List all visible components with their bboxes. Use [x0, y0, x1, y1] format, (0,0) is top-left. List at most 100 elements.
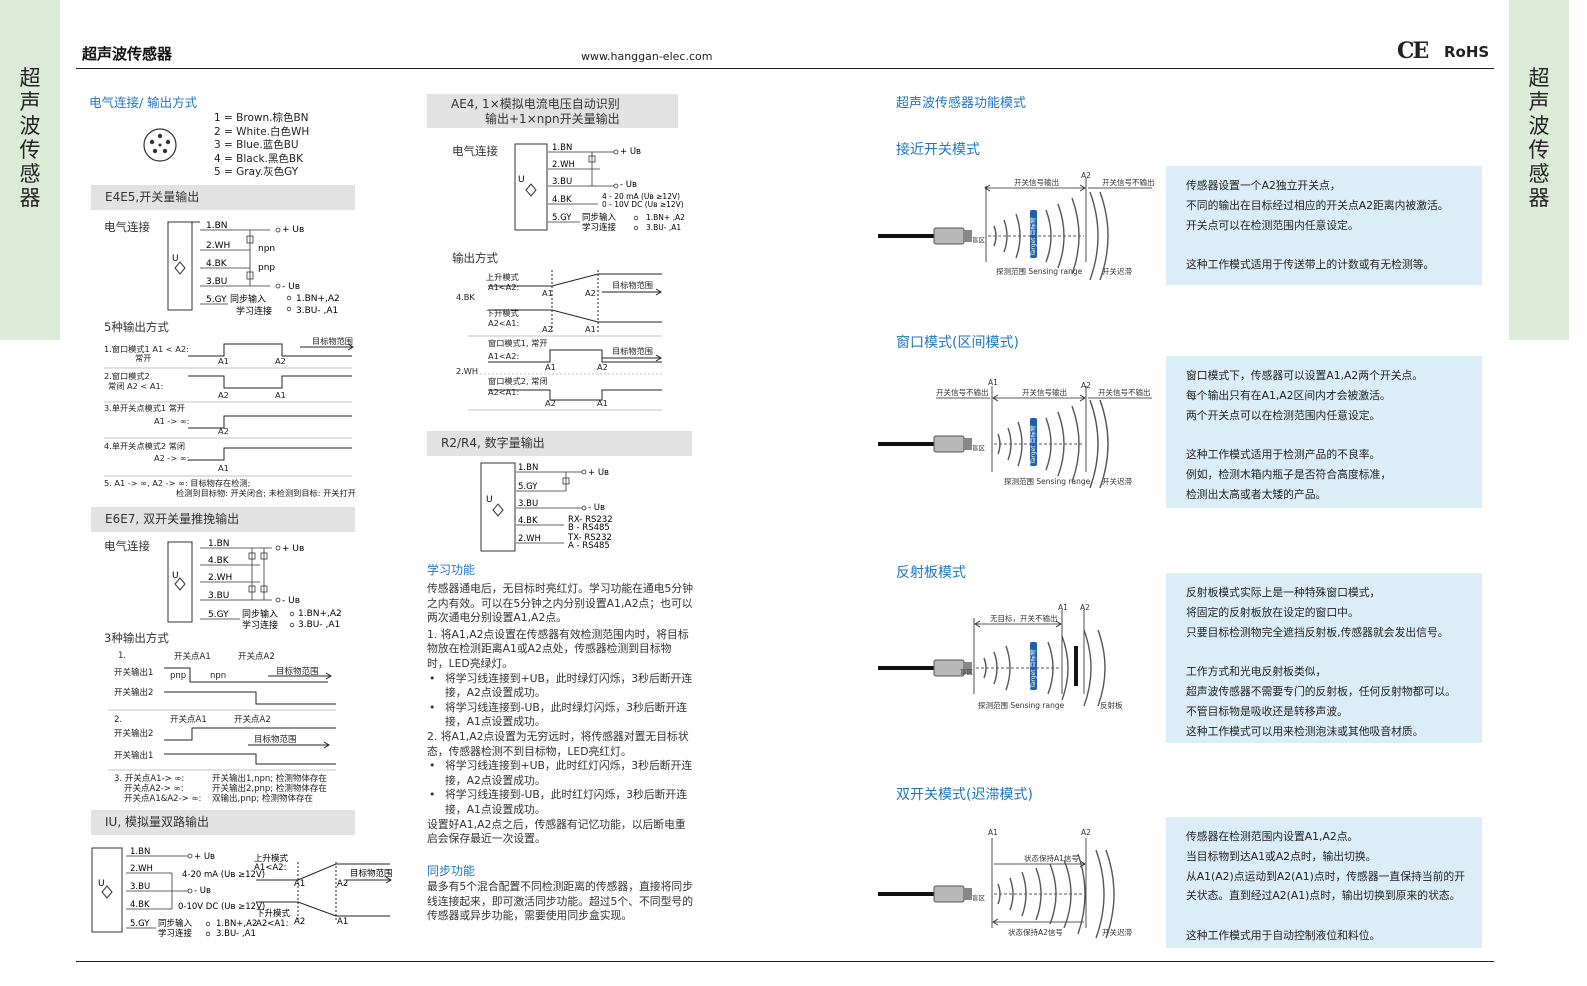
- target-icon: [1030, 642, 1037, 690]
- svg-text:1.BN: 1.BN: [208, 539, 230, 549]
- svg-text:无目标，开关不输出: 无目标，开关不输出: [990, 613, 1058, 623]
- website-url[interactable]: www.hanggan-elec.com: [581, 50, 713, 63]
- svg-text:开关迟滞: 开关迟滞: [1102, 476, 1132, 486]
- sync-function-text: 最多有5个混合配置不同检测距离的传感器，直接将同步线连接起来，即可激活同步功能。…: [427, 880, 693, 923]
- svg-text:U: U: [172, 254, 179, 264]
- svg-text:1.BN: 1.BN: [518, 463, 538, 473]
- svg-text:目标物范围: 目标物范围: [612, 346, 653, 356]
- paragraph: 1. 将A1,A2点设置在传感器有效检测范围内时，将目标物放在检测距离A1或A2…: [427, 627, 689, 670]
- side-tab-char: 声: [1528, 90, 1550, 114]
- description-line: 从A1(A2)点运动到A2(A1)点时，传感器一直保持当前的开: [1186, 869, 1466, 883]
- wire-color-item: 3 = Blue.蓝色BU: [214, 139, 299, 151]
- svg-text:U: U: [486, 495, 493, 505]
- e6e7-wiring-diagram: U 1.BN 4.BK 2.WH 3.BU 5.GY + Uʙ - Uʙ 同步输…: [167, 539, 342, 631]
- svg-text:目标物范围: 目标物范围: [312, 336, 353, 346]
- svg-text:2.WH: 2.WH: [518, 534, 541, 544]
- e4e5-connection-label: 电气连接: [104, 220, 150, 234]
- svg-text:Target 目标物: Target 目标物: [1029, 650, 1037, 689]
- svg-text:A1: A1: [585, 324, 596, 334]
- svg-text:5. A1 -> ∞, A2 -> ∞: 目标物存在检测;: 5. A1 -> ∞, A2 -> ∞: 目标物存在检测;: [104, 478, 250, 488]
- svg-text:2.WH: 2.WH: [552, 160, 575, 170]
- svg-text:A1<A2:: A1<A2:: [488, 351, 519, 361]
- svg-text:A2: A2: [542, 324, 553, 334]
- svg-text:目标物范围: 目标物范围: [254, 734, 297, 745]
- description-line: 不管目标物是吸收还是转移声波。: [1186, 704, 1348, 718]
- description-line: [1186, 642, 1472, 662]
- svg-text:A2 -> ∞:: A2 -> ∞:: [154, 453, 189, 463]
- proximity-mode-title: 接近开关模式: [896, 142, 980, 158]
- svg-text:开关信号不输出: 开关信号不输出: [936, 387, 989, 397]
- svg-text:pnp: pnp: [258, 263, 275, 273]
- svg-text:探测范围 Sensing range: 探测范围 Sensing range: [1004, 476, 1091, 486]
- reflector-mode-diagram: 无目标，开关不输出 探测范围 Sensing range 反射板 A1 A2 盲…: [878, 603, 1123, 710]
- svg-text:A2: A2: [275, 356, 286, 366]
- svg-text:+ Uʙ: + Uʙ: [282, 544, 304, 554]
- description-line: 当目标物到达A1或A2点时，输出切换。: [1186, 849, 1377, 863]
- e6e7-connection-label: 电气连接: [104, 539, 150, 553]
- description-line: 反射板模式实际上是一种特殊窗口模式，: [1186, 586, 1381, 599]
- ae4-title-line2: 输出+1×npn开关量输出: [485, 112, 620, 126]
- svg-text:状态保持A2信号: 状态保持A2信号: [1008, 927, 1063, 937]
- svg-text:pnp: pnp: [170, 671, 186, 681]
- svg-text:+ Uʙ: + Uʙ: [282, 225, 304, 235]
- svg-text:反射板: 反射板: [1100, 700, 1123, 710]
- target-icon: [1030, 210, 1037, 258]
- ae4-output-title: 输出方式: [452, 251, 498, 265]
- svg-text:- Uʙ: - Uʙ: [194, 886, 211, 896]
- svg-text:2.WH: 2.WH: [456, 366, 478, 376]
- svg-text:双输出,pnp; 检测物体存在: 双输出,pnp; 检测物体存在: [212, 793, 313, 804]
- r2r4-wiring-diagram: U 1.BN 5.GY 3.BU 4.BK 2.WH + Uʙ - Uʙ RX-…: [480, 462, 613, 552]
- side-tab-char: 超: [19, 66, 41, 90]
- svg-text:开关输出1: 开关输出1: [114, 750, 153, 761]
- svg-text:A1: A1: [988, 828, 998, 837]
- svg-text:A1: A1: [988, 378, 998, 387]
- dual-switch-mode-title: 双开关模式(迟滞模式): [896, 787, 1033, 803]
- svg-text:0-10V DC (Uʙ ≥12V): 0-10V DC (Uʙ ≥12V): [178, 902, 265, 912]
- svg-text:窗口模式2, 常闭: 窗口模式2, 常闭: [488, 376, 548, 386]
- paragraph: 2. 将A1,A2点设置为无穷远时，将传感器对置无目标状态，传感器检测不到目标物…: [427, 729, 689, 758]
- dual-switch-mode-description: 传感器在检测范围内设置A1,A2点。 当目标物到达A1或A2点时，输出切换。 从…: [1166, 817, 1482, 948]
- svg-text:A1: A1: [275, 390, 286, 400]
- svg-text:A1<A2:: A1<A2:: [254, 863, 286, 873]
- svg-text:开关输出2: 开关输出2: [114, 687, 153, 698]
- svg-text:上升模式: 上升模式: [254, 853, 289, 864]
- svg-text:目标物范围: 目标物范围: [612, 280, 653, 290]
- svg-text:A2: A2: [294, 917, 305, 927]
- svg-text:盲区: 盲区: [972, 893, 986, 902]
- svg-text:3.BU- ,A1: 3.BU- ,A1: [298, 620, 340, 630]
- svg-text:4.BK: 4.BK: [518, 516, 538, 526]
- svg-text:1.BN+,A2: 1.BN+,A2: [216, 919, 257, 929]
- description-line: [1186, 906, 1472, 926]
- svg-text:A1: A1: [337, 917, 348, 927]
- wire-color-list: 1 = Brown.棕色BN 2 = White.白色WH 3 = Blue.蓝…: [214, 112, 309, 180]
- e4e5-section-title: E4E5,开关量输出: [91, 185, 355, 210]
- bullet-item: 将学习线连接到-UB，此时绿灯闪烁，3秒后断开连接，A1点设置成功。: [427, 701, 693, 730]
- side-tab-char: 传: [19, 138, 41, 162]
- svg-text:0 - 10V DC (Uʙ ≥12V): 0 - 10V DC (Uʙ ≥12V): [602, 200, 684, 209]
- svg-text:1.BN+,A2: 1.BN+,A2: [298, 609, 342, 619]
- svg-text:开关迟滞: 开关迟滞: [1102, 927, 1132, 937]
- rohs-mark: RoHS: [1444, 43, 1490, 61]
- svg-text:盲区: 盲区: [972, 443, 986, 452]
- svg-text:A - RS485: A - RS485: [568, 541, 610, 551]
- ae4-section-title: AE4, 1×模拟电流电压自动识别 输出+1×npn开关量输出: [427, 94, 678, 128]
- reflector-mode-description: 反射板模式实际上是一种特殊窗口模式， 将固定的反射板放在设定的窗口中。 只要目标…: [1166, 573, 1482, 743]
- svg-text:窗口模式1, 常开: 窗口模式1, 常开: [488, 338, 548, 348]
- svg-text:开关输出1,npn; 检测物体存在: 开关输出1,npn; 检测物体存在: [212, 773, 327, 784]
- svg-text:开关输出1: 开关输出1: [114, 667, 153, 678]
- description-line: 这种工作模式可以用来检测泡沫或其他吸音材质。: [1186, 724, 1424, 738]
- svg-text:A1: A1: [1058, 603, 1068, 612]
- description-line: 超声波传感器不需要专门的反射板，任何反射物都可以。: [1186, 684, 1456, 698]
- svg-text:开关信号输出: 开关信号输出: [1014, 177, 1059, 187]
- svg-text:A2: A2: [1081, 171, 1091, 180]
- svg-text:3.BU- ,A1: 3.BU- ,A1: [296, 306, 338, 316]
- svg-text:npn: npn: [210, 671, 226, 681]
- learn-function-text: 传感器通电后，无目标时亮红灯。学习功能在通电5分钟之内有效。可以在5分钟之内分别…: [427, 582, 693, 847]
- description-line: 这种工作模式适用于传送带上的计数或有无检测等。: [1186, 258, 1435, 272]
- svg-text:盲区: 盲区: [960, 667, 974, 676]
- ae4-wiring-diagram: U 1.BN 2.WH 3.BU 4.BK 5.GY + Uʙ - Uʙ 4 -…: [514, 143, 685, 233]
- svg-text:检测到目标物: 开关闭合; 未检测到目标: 开关打开: 检测到目标物: 开关闭合; 未检测到目标: 开关打开: [176, 488, 356, 498]
- side-tab-char: 感: [19, 162, 41, 186]
